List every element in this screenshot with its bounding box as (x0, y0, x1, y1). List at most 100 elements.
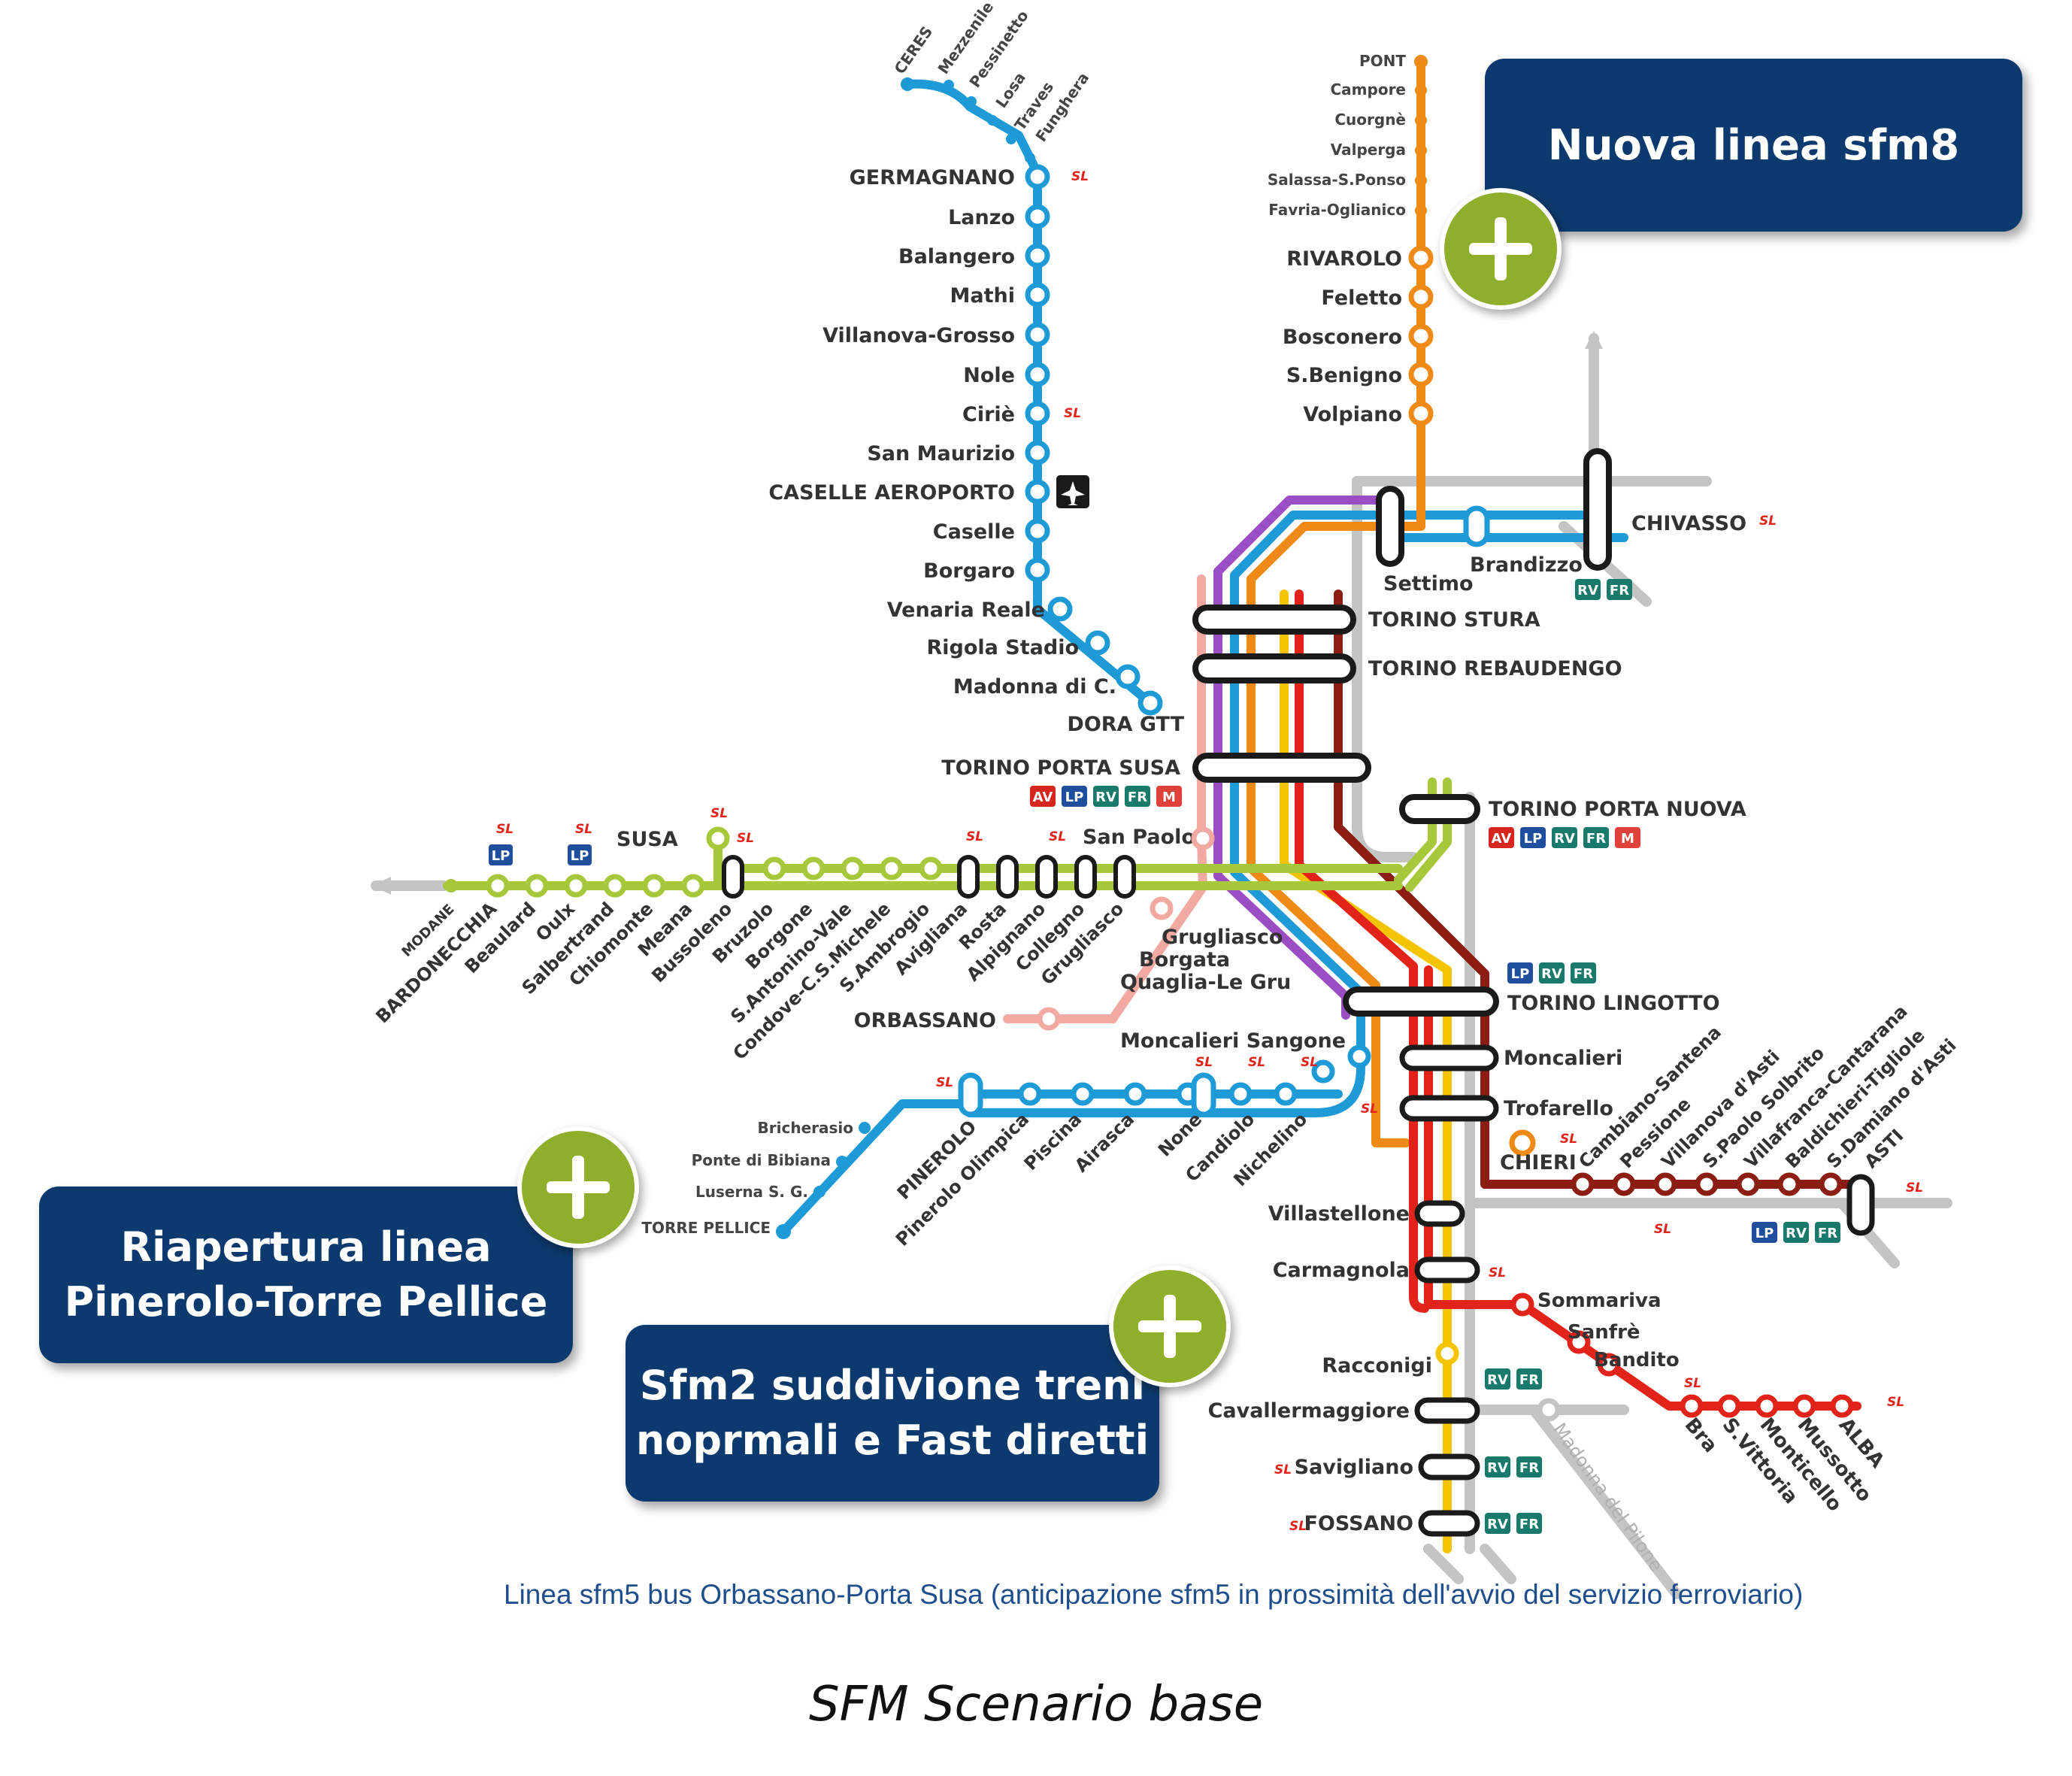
sfm8-small-stations (1414, 55, 1428, 217)
badges-porta-susa: AV LP RV FR M (1030, 786, 1182, 807)
pinerolo-stations (1018, 1044, 1371, 1106)
svg-text:SL: SL (1887, 1395, 1904, 1410)
turin-hub-labels: TORINO STURA TORINO REBAUDENGO TORINO PO… (941, 608, 1746, 1015)
svg-text:LP: LP (1065, 790, 1084, 805)
hub-porta-susa (1192, 753, 1371, 783)
station-valperga: Valperga (1331, 141, 1406, 159)
svg-text:SL: SL (1248, 1055, 1265, 1070)
station-caselle: Caselle (933, 520, 1015, 544)
station-caselle-aeroporto: CASELLE AEROPORTO (768, 481, 1015, 505)
pinerolo-interchanges (958, 1072, 1216, 1117)
badges-susa-lp: LP LP (489, 844, 592, 865)
station-volpiano: Volpiano (1303, 403, 1402, 426)
svg-text:AV: AV (1033, 790, 1053, 805)
station-quaglia: Quaglia-Le Gru (1120, 971, 1291, 994)
hub-label-rebaudengo: TORINO REBAUDENGO (1368, 657, 1622, 680)
svg-text:FR: FR (1519, 1372, 1539, 1388)
station-feletto: Feletto (1321, 286, 1402, 310)
svg-text:RV: RV (1786, 1226, 1807, 1241)
station-pont: PONT (1359, 52, 1406, 70)
racconigi-dot (1435, 1341, 1459, 1365)
hub-label-lingotto: TORINO LINGOTTO (1507, 992, 1720, 1015)
sl-badges: SL SL SL SL SL SL SL SL SL SL SL SL SL S… (496, 169, 1923, 1534)
svg-text:SL: SL (1906, 1180, 1923, 1196)
hub-label-porta-nuova: TORINO PORTA NUOVA (1489, 798, 1746, 821)
plus-icon-sfm2 (1109, 1265, 1231, 1387)
station-rivarolo: RIVAROLO (1286, 247, 1402, 271)
svg-text:SL: SL (496, 822, 513, 837)
callout-sfm8-text: Nuova linea sfm8 (1547, 120, 1960, 170)
station-cuorgne: Cuorgnè (1334, 111, 1406, 129)
svg-text:LP: LP (1511, 966, 1530, 982)
station-campore: Campore (1331, 80, 1407, 98)
svg-text:FR: FR (1128, 790, 1147, 805)
svg-text:M: M (1621, 831, 1634, 847)
station-savigliano: Savigliano (1295, 1456, 1413, 1479)
station-chieri: CHIERI (1500, 1151, 1577, 1174)
callout-pellice-line1: Riapertura linea (120, 1223, 492, 1271)
station-lanzo: Lanzo (948, 206, 1015, 229)
badges-chivasso: RV FR (1575, 579, 1632, 600)
alba-stations (1510, 1293, 1854, 1418)
svg-text:LP: LP (571, 848, 589, 864)
figure-caption: SFM Scenario base (808, 1677, 1264, 1732)
svg-text:FR: FR (1818, 1226, 1837, 1241)
station-bra: Bra (1680, 1414, 1722, 1457)
station-san-paolo: San Paolo (1083, 826, 1195, 849)
station-moncalieri-sangone: Moncalieri Sangone (1120, 1029, 1346, 1053)
asti-stations (1571, 1172, 1843, 1196)
svg-text:SL: SL (1489, 1265, 1506, 1280)
badges-lingotto: LP RV FR (1507, 962, 1596, 983)
plus-icon-sfm8 (1440, 188, 1562, 310)
susa-stations (486, 826, 943, 898)
san-paolo-dot (1191, 826, 1215, 850)
svg-text:FR: FR (1519, 1517, 1539, 1532)
orbassano-labels: Grugliasco Borgata Quaglia-Le Gru ORBASS… (854, 926, 1292, 1032)
gray-station-dot (1537, 1398, 1561, 1422)
grugliasco-dot (1150, 896, 1174, 920)
station-nole: Nole (963, 364, 1015, 387)
north-east-labels: Settimo Brandizzo CHIVASSO (1383, 512, 1746, 596)
pellice-labels: Bricherasio Ponte di Bibiana Luserna S. … (641, 1119, 853, 1237)
svg-text:FR: FR (1586, 831, 1606, 847)
station-luserna: Luserna S. G. (695, 1183, 808, 1201)
hub-lingotto (1343, 986, 1499, 1017)
station-moncalieri: Moncalieri (1504, 1047, 1622, 1070)
station-orbassano: ORBASSANO (854, 1009, 996, 1032)
hub-brandizzo (1463, 505, 1490, 547)
susa-labels: MODANE BARDONECCHIA Beaulard Oulx Salber… (371, 898, 1128, 1064)
callout-sfm8: Nuova linea sfm8 (1485, 59, 2022, 232)
station-mathi: Mathi (950, 284, 1015, 308)
chieri-dot (1509, 1129, 1536, 1156)
hub-stura (1192, 605, 1356, 635)
station-san-maurizio: San Maurizio (867, 442, 1015, 465)
station-villanova-grosso: Villanova-Grosso (822, 324, 1015, 347)
plus-icon-pellice (517, 1126, 639, 1248)
orbassano-dot (1037, 1007, 1061, 1031)
station-bosconero: Bosconero (1283, 326, 1402, 349)
station-sanfre: Sanfrè (1568, 1321, 1640, 1344)
svg-text:FR: FR (1574, 966, 1593, 982)
asti-labels: Cambiano-Santena Pessione Villanova d'As… (1574, 1001, 1960, 1172)
sfm8-labels: RIVAROLO Feletto Bosconero S.Benigno Vol… (1283, 247, 1402, 426)
lanzo-stations (1025, 164, 1163, 716)
svg-text:SL: SL (1361, 1102, 1378, 1117)
svg-text:SL: SL (1289, 1519, 1307, 1534)
svg-text:LP: LP (492, 848, 510, 864)
susa-interchanges (722, 855, 1136, 899)
svg-text:SL: SL (575, 822, 592, 837)
arrow-north-icon (1585, 331, 1603, 349)
station-sommariva: Sommariva (1537, 1290, 1662, 1312)
station-cirie: Ciriè (962, 403, 1015, 426)
label-madonna-del-pilone: Madonna del Pilone (1549, 1419, 1667, 1575)
pellice-stations (776, 1122, 871, 1239)
svg-text:SL: SL (1301, 1055, 1318, 1070)
badges-south: RV FR RV FR RV FR (1485, 1368, 1542, 1534)
sfm8-small-labels: PONT Campore Cuorgnè Valperga Salassa-S.… (1268, 52, 1406, 219)
svg-text:SL: SL (1274, 1462, 1292, 1477)
airport-icon (1056, 475, 1089, 508)
station-fossano: FOSSANO (1304, 1512, 1413, 1535)
svg-text:SL: SL (1684, 1376, 1701, 1391)
svg-text:SL: SL (1654, 1222, 1671, 1237)
